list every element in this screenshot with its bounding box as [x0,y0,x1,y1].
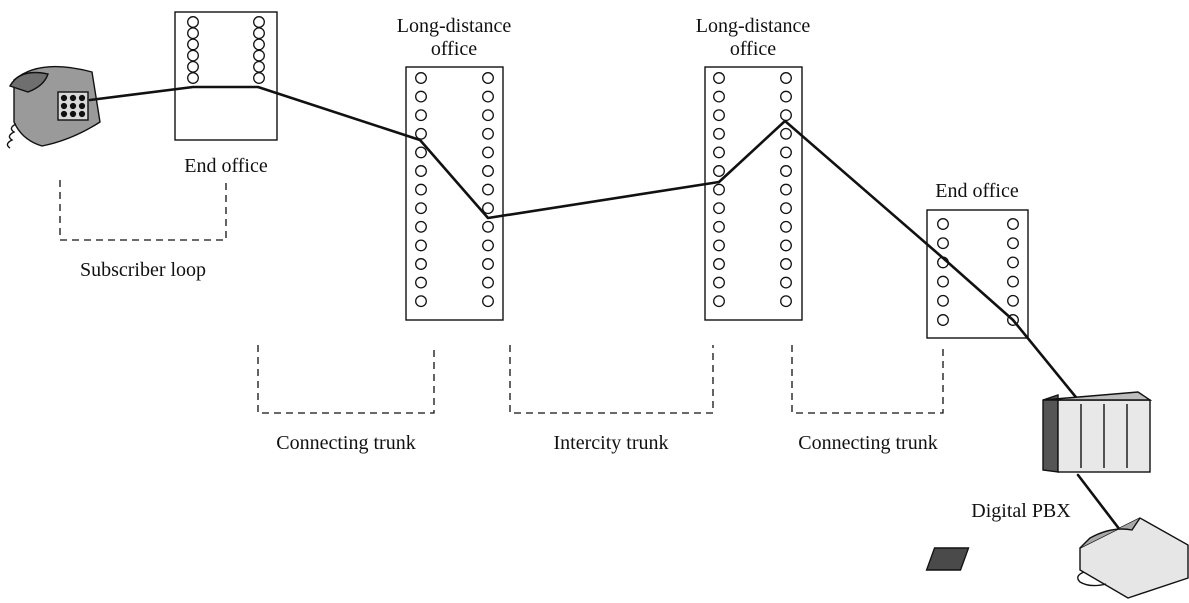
long-distance-office-1-port [482,109,494,122]
long-distance-office-1-port [415,165,427,177]
end-office-left-port [187,49,199,62]
long-distance-office-1-port [482,239,494,252]
long-distance-office-2-port [713,127,725,140]
end-office-right-port [1007,237,1019,250]
long-distance-office-2-port [713,146,725,159]
end-office-right-port [937,275,949,288]
long-distance-office-1-port [482,146,494,159]
long-distance-office-2-port [780,127,792,140]
end-office-right-port [1007,294,1019,307]
end-office-left-port [187,60,199,73]
end-office-left-port [187,27,199,40]
intercity-trunk-bracket [509,345,714,414]
long-distance-office-2-port [780,202,792,215]
long-distance-office-2-label-line1: Long-distance [696,15,811,37]
long-distance-office-2-label-line2: office [730,38,776,60]
long-distance-office-1-port [415,183,427,196]
long-distance-office-1-port [415,90,427,103]
end-office-left-port [253,16,265,28]
subscriber-loop-bracket [59,180,227,241]
long-distance-office-2-port [713,276,725,289]
long-distance-office-1-label-line1: Long-distance [397,15,512,37]
long-distance-office-2-port [713,165,725,177]
long-distance-office-2-port [780,220,792,233]
long-distance-office-2-port [780,258,792,270]
telephone-icon [6,65,101,149]
end-office-right-label: End office [935,180,1019,202]
long-distance-office-1-port [482,127,494,140]
intercity-trunk-label: Intercity trunk [554,432,669,454]
long-distance-office-1-port [415,258,427,270]
long-distance-office-2-port [713,72,725,84]
connecting-trunk-left-label: Connecting trunk [276,432,415,454]
long-distance-office-2-port [713,239,725,252]
end-office-left-label: End office [184,155,268,177]
long-distance-office-1-port [482,165,494,177]
call-path [88,85,1090,414]
long-distance-office-2-port [780,295,792,308]
connecting-trunk-right-bracket [791,345,944,414]
end-office-right-port [1007,256,1019,269]
long-distance-office-2-port [713,90,725,103]
end-office-right-port [937,218,949,230]
long-distance-office-2-port [780,276,792,289]
long-distance-office-2-port [713,258,725,270]
long-distance-office-2-port [713,183,725,196]
digital-pbx-label: Digital PBX [971,500,1071,522]
pbx-to-desk-phone-line [1076,473,1122,532]
long-distance-office-2-port [780,109,792,122]
end-office-left-port [187,38,199,51]
end-office-right-port [937,294,949,307]
pbx-icon [1042,391,1153,473]
long-distance-office-1-port [482,72,494,84]
end-office-left-port [253,38,265,51]
desk-phone-icon [925,517,1189,599]
long-distance-office-1-label-line2: office [431,38,477,60]
long-distance-office-2-port [780,146,792,159]
switch-ports [187,16,1019,326]
long-distance-office-2-port [713,202,725,215]
long-distance-office-1-port [415,72,427,84]
long-distance-office-2-port [780,72,792,84]
long-distance-office-2-port [780,165,792,177]
long-distance-office-2-port [780,239,792,252]
long-distance-office-2-port [713,220,725,233]
long-distance-office-2-port [713,295,725,308]
long-distance-office-1-port [482,295,494,308]
end-office-left-port [253,60,265,73]
subscriber-loop-label: Subscriber loop [80,259,206,281]
long-distance-office-2-port [780,90,792,103]
long-distance-office-2-port [713,109,725,122]
end-office-left-port [187,16,199,28]
long-distance-office-1-port [415,109,427,122]
long-distance-office-1-port [482,258,494,270]
end-office-right-port [937,237,949,250]
long-distance-office-1-port [415,276,427,289]
long-distance-office-1-port [482,202,494,215]
long-distance-office-1-port [415,220,427,233]
long-distance-office-1-port [415,202,427,215]
end-office-right-port [937,314,949,326]
long-distance-office-1-port [482,183,494,196]
end-office-left-port [253,49,265,62]
end-office-left-port [253,27,265,40]
long-distance-office-2-port [780,183,792,196]
connecting-trunk-left-bracket [257,345,435,414]
end-office-right-port [1007,275,1019,288]
long-distance-office-1-port [415,146,427,159]
end-office-left-port [187,72,199,84]
end-office-right-port [1007,218,1019,230]
long-distance-office-1-port [415,239,427,252]
long-distance-office-1-port [482,220,494,233]
long-distance-office-1-port [415,127,427,140]
long-distance-office-1-port [415,295,427,308]
long-distance-office-1-port [482,90,494,103]
end-office-left-port [253,72,265,84]
connecting-trunk-right-label: Connecting trunk [798,432,937,454]
long-distance-office-1-port [482,276,494,289]
